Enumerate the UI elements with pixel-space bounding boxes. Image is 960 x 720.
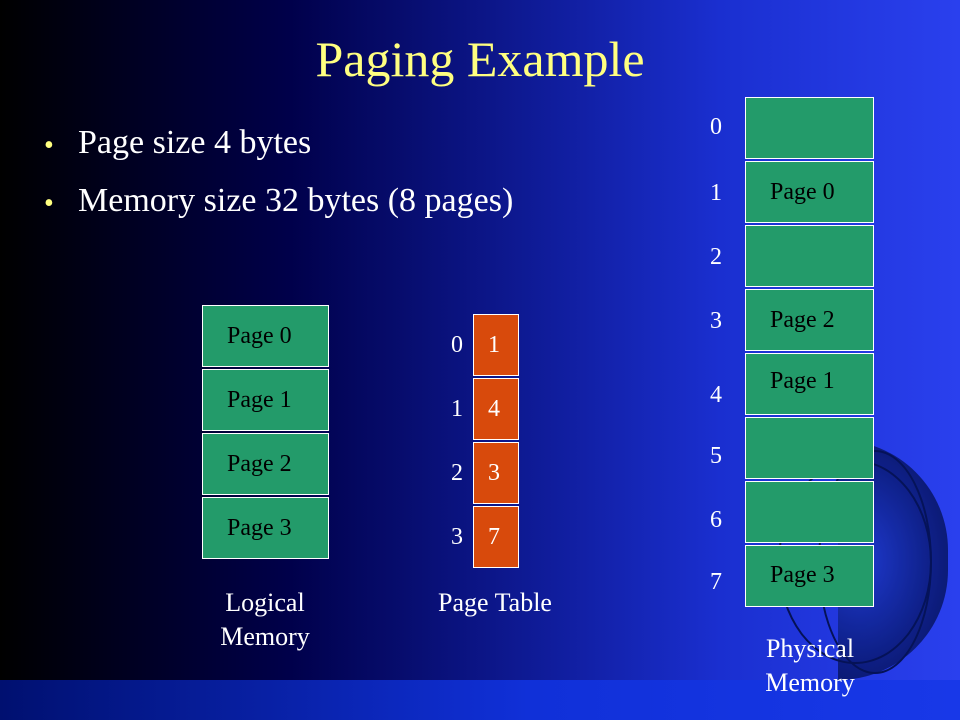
frame-index: 4 bbox=[710, 382, 722, 408]
physical-frame-box: Page 2 bbox=[745, 289, 874, 351]
frame-index: 7 bbox=[710, 569, 722, 595]
caption-line: Physical bbox=[765, 634, 855, 663]
page-table-caption: Page Table bbox=[438, 588, 552, 617]
logical-page-box: Page 2 bbox=[202, 433, 329, 495]
physical-frame-box: Page 3 bbox=[745, 545, 874, 607]
bullet-text: Memory size 32 bytes (8 pages) bbox=[78, 182, 514, 219]
physical-frame-box: Page 0 bbox=[745, 161, 874, 223]
slide-title: Paging Example bbox=[315, 31, 645, 87]
frame-index: 2 bbox=[710, 244, 722, 270]
page-table-index: 0 bbox=[451, 332, 463, 358]
physical-frame-box bbox=[745, 417, 874, 479]
logical-page-box: Page 0 bbox=[202, 305, 329, 367]
frame-index: 1 bbox=[710, 180, 722, 206]
footer-band bbox=[0, 680, 960, 720]
frame-index: 0 bbox=[710, 114, 722, 140]
logical-page-box: Page 3 bbox=[202, 497, 329, 559]
frame-index: 3 bbox=[710, 308, 722, 334]
physical-frame-box bbox=[745, 481, 874, 543]
page-table-entry: 1 bbox=[473, 314, 519, 376]
physical-memory-caption: Physical Memory bbox=[730, 632, 890, 700]
caption-line: Logical bbox=[225, 588, 305, 617]
page-table-entry: 3 bbox=[473, 442, 519, 504]
page-table-index: 2 bbox=[451, 460, 463, 486]
bullet-dot-icon: • bbox=[44, 130, 54, 161]
bullet-text: Page size 4 bytes bbox=[78, 124, 312, 161]
bullet-dot-icon: • bbox=[44, 188, 54, 219]
caption-line: Memory bbox=[220, 622, 310, 651]
page-table-index: 3 bbox=[451, 524, 463, 550]
physical-frame-box bbox=[745, 97, 874, 159]
logical-memory-caption: Logical Memory bbox=[190, 586, 340, 654]
physical-frame-box: Page 1 bbox=[745, 353, 874, 415]
frame-index: 5 bbox=[710, 443, 722, 469]
page-table-entry: 7 bbox=[473, 506, 519, 568]
page-table-entry: 4 bbox=[473, 378, 519, 440]
frame-index: 6 bbox=[710, 507, 722, 533]
page-table-index: 1 bbox=[451, 396, 463, 422]
logical-page-box: Page 1 bbox=[202, 369, 329, 431]
caption-line: Memory bbox=[765, 668, 855, 697]
physical-frame-box bbox=[745, 225, 874, 287]
